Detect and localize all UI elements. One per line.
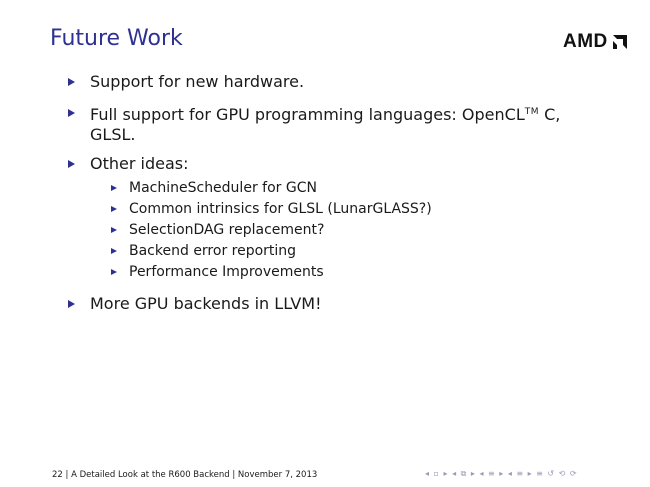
bullet-marker bbox=[68, 160, 75, 168]
bullet-text: C, bbox=[539, 105, 561, 124]
bullet-item: Other ideas: bbox=[90, 154, 189, 173]
slide-title: Future Work bbox=[50, 26, 183, 51]
bullet-item: Full support for GPU programming languag… bbox=[90, 102, 610, 125]
amd-logo: AMD bbox=[563, 31, 629, 53]
slide-navigation-controls[interactable]: ◂ ▫ ▸ ◂ ⧉ ▸ ◂ ≡ ▸ ◂ ≡ ▸ ≡ ↺ ⟲ ⟳ bbox=[425, 469, 578, 478]
sub-bullet-marker bbox=[111, 206, 117, 212]
sub-bullet-item: SelectionDAG replacement? bbox=[129, 222, 325, 238]
sub-bullet-item: Backend error reporting bbox=[129, 243, 297, 259]
sub-bullet-marker bbox=[111, 248, 117, 254]
sub-bullet-item: Common intrinsics for GLSL (LunarGLASS?) bbox=[129, 201, 432, 217]
amd-logo-text: AMD bbox=[563, 31, 608, 52]
sub-bullet-item: MachineScheduler for GCN bbox=[129, 180, 317, 196]
amd-arrow-icon bbox=[612, 35, 627, 49]
bullet-marker bbox=[68, 300, 75, 308]
sub-bullet-marker bbox=[111, 185, 117, 191]
sub-bullet-marker bbox=[111, 269, 117, 275]
bullet-marker bbox=[68, 109, 75, 117]
sub-bullet-item: Performance Improvements bbox=[129, 264, 324, 280]
trademark-mark: TM bbox=[524, 107, 539, 117]
bullet-item: Support for new hardware. bbox=[90, 72, 305, 91]
bullet-item: More GPU backends in LLVM! bbox=[90, 294, 322, 313]
sub-bullet-marker bbox=[111, 227, 117, 233]
bullet-text: Full support for GPU programming languag… bbox=[90, 105, 525, 124]
slide-footer: 22 | A Detailed Look at the R600 Backend… bbox=[52, 470, 318, 480]
bullet-item-continued: GLSL. bbox=[90, 125, 136, 144]
bullet-marker bbox=[68, 78, 75, 86]
